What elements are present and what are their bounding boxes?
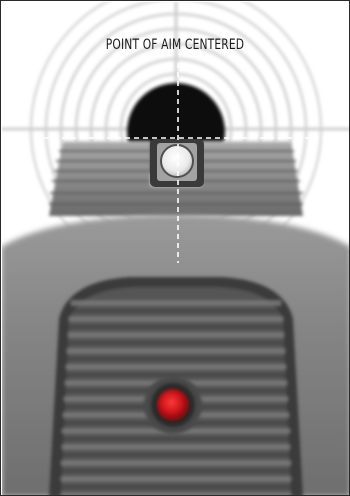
red-dot-icon bbox=[144, 376, 202, 434]
front-sight-dot-icon bbox=[161, 145, 193, 177]
caption-label: POINT OF AIM CENTERED bbox=[32, 37, 317, 53]
front-sight-post bbox=[150, 139, 204, 187]
